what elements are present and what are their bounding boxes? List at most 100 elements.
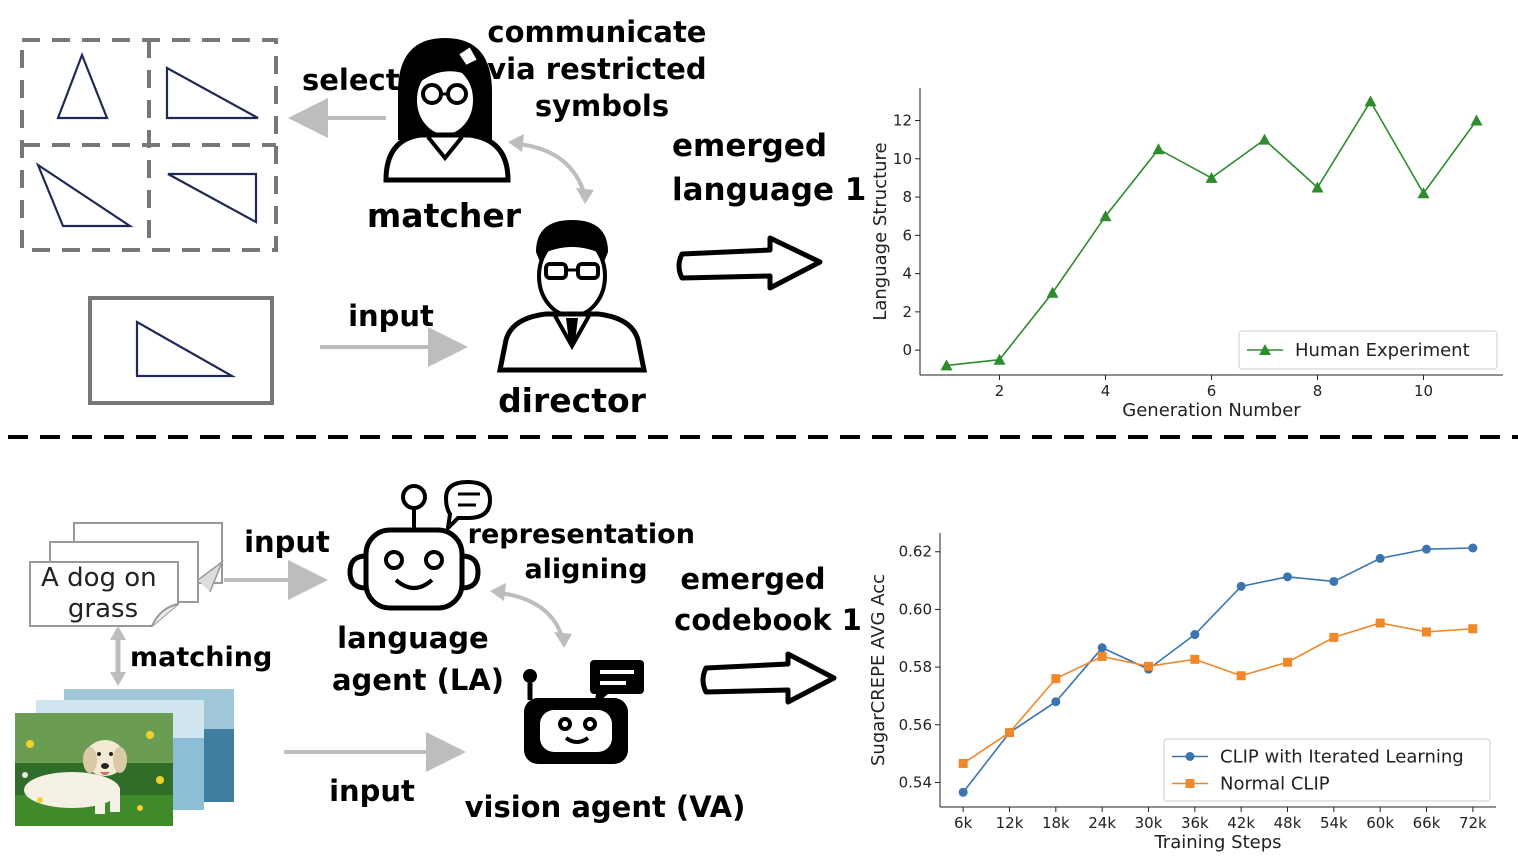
series-2-point — [1005, 728, 1014, 738]
triangle-candidate-grid — [20, 38, 278, 252]
x-axis-label: Training Steps — [1153, 832, 1281, 853]
series-2-point — [1375, 618, 1385, 628]
legend-box — [1238, 330, 1498, 370]
y-tick-label: 8 — [902, 188, 912, 206]
series-2-point — [1190, 654, 1200, 664]
emerged-codebook-label: emerged codebook 1 — [674, 562, 862, 637]
caption-text: A dog on grass — [41, 563, 165, 624]
vision-agent-label: vision agent (VA) — [465, 790, 746, 824]
series-1-point — [1258, 133, 1271, 145]
series-2-point — [1422, 627, 1431, 637]
x-tick-label: 54k — [1320, 814, 1348, 832]
series-1-point — [1311, 181, 1324, 193]
y-axis-label: SugarCREPE AVG Acc — [868, 574, 889, 766]
series-1-point — [1470, 114, 1483, 126]
aligning-arrow — [499, 591, 565, 641]
x-tick-label: 72k — [1459, 814, 1487, 832]
emerged-language-label: emerged language 1 — [672, 128, 866, 208]
legend-box — [1163, 738, 1491, 802]
series-2-point — [1236, 671, 1246, 681]
series-1-point — [958, 787, 968, 797]
vision-agent-robot-icon — [523, 660, 644, 764]
y-axis-label: Language Structure — [870, 142, 891, 320]
x-tick-label: 42k — [1227, 814, 1255, 832]
x-tick-label: 2 — [995, 382, 1005, 400]
x-tick-label: 6 — [1207, 382, 1217, 400]
series-2-point — [1283, 657, 1292, 667]
legend-marker-1 — [1259, 344, 1271, 355]
series-1-point — [1046, 286, 1059, 298]
series-1-point — [1205, 171, 1218, 183]
select-label: select — [302, 63, 400, 97]
x-tick-label: 24k — [1088, 814, 1116, 832]
legend-label-1: CLIP with Iterated Learning — [1220, 747, 1464, 768]
director-label: director — [498, 381, 647, 420]
input-label-image: input — [329, 774, 415, 808]
series-1-point — [1051, 697, 1061, 707]
series-1-point — [1236, 581, 1246, 591]
representation-label: representation aligning — [468, 519, 705, 585]
y-tick-label: 0.60 — [899, 600, 932, 618]
y-tick-label: 4 — [902, 265, 912, 283]
x-tick-label: 8 — [1313, 382, 1323, 400]
x-tick-label: 66k — [1413, 814, 1441, 832]
series-2-point — [1329, 632, 1339, 642]
matching-label: matching — [130, 642, 272, 673]
communicate-label: communicate via restricted symbols — [487, 15, 716, 123]
series-line-2 — [962, 622, 1473, 765]
caption-cards — [29, 522, 224, 627]
series-1-point — [1190, 630, 1200, 640]
series-line-1 — [962, 547, 1473, 793]
legend-label-1: Human Experiment — [1295, 340, 1470, 361]
input-label-caption: input — [244, 525, 330, 559]
x-tick-label: 4 — [1101, 382, 1111, 400]
communicate-arrow — [517, 142, 587, 197]
series-2-point — [958, 758, 968, 768]
dog-picture — [24, 740, 127, 814]
y-tick-label: 0 — [902, 341, 912, 359]
triangle-candidate-3 — [35, 162, 134, 228]
series-1-point — [1422, 544, 1431, 554]
y-tick-label: 12 — [893, 112, 912, 130]
y-tick-label: 10 — [893, 150, 912, 168]
y-tick-label: 0.58 — [899, 658, 932, 676]
matcher-icon — [383, 38, 511, 183]
input-triangle-box — [88, 296, 274, 405]
series-1-point — [1152, 143, 1165, 155]
series-2-point — [1144, 661, 1153, 671]
series-1-point — [1364, 95, 1377, 107]
series-2-point — [1051, 674, 1061, 684]
legend-marker-1 — [1185, 752, 1195, 761]
x-tick-label: 60k — [1366, 814, 1394, 832]
language-agent-label: language agent (LA) — [332, 621, 504, 697]
x-tick-label: 10 — [1414, 382, 1433, 400]
x-tick-label: 18k — [1042, 814, 1070, 832]
series-2-point — [1097, 651, 1107, 661]
series-1-point — [1417, 187, 1430, 199]
image-stack — [15, 689, 234, 826]
series-1-point — [1283, 572, 1292, 582]
series-line-1 — [946, 99, 1478, 367]
y-tick-label: 6 — [902, 226, 912, 244]
matcher-label: matcher — [367, 196, 522, 235]
emerged-codebook-arrow — [700, 651, 837, 705]
legend-label-2: Normal CLIP — [1220, 774, 1330, 795]
series-1-point — [993, 353, 1006, 365]
triangle-candidate-2 — [165, 66, 259, 120]
y-tick-label: 0.62 — [899, 543, 932, 561]
x-tick-label: 48k — [1274, 814, 1302, 832]
series-1-point — [1329, 576, 1339, 586]
series-1-point — [1097, 643, 1107, 653]
y-tick-label: 2 — [902, 303, 912, 321]
x-tick-label: 12k — [996, 814, 1024, 832]
emerged-language-arrow — [676, 235, 823, 291]
triangle-candidate-1 — [56, 51, 109, 120]
series-2-point — [1468, 624, 1478, 634]
series-1-point — [1375, 553, 1385, 563]
language-agent-robot-icon — [347, 479, 493, 611]
triangle-candidate-4 — [167, 172, 258, 224]
series-1-point — [1099, 210, 1112, 222]
x-axis-label: Generation Number — [1122, 400, 1301, 421]
director-icon — [496, 220, 648, 373]
